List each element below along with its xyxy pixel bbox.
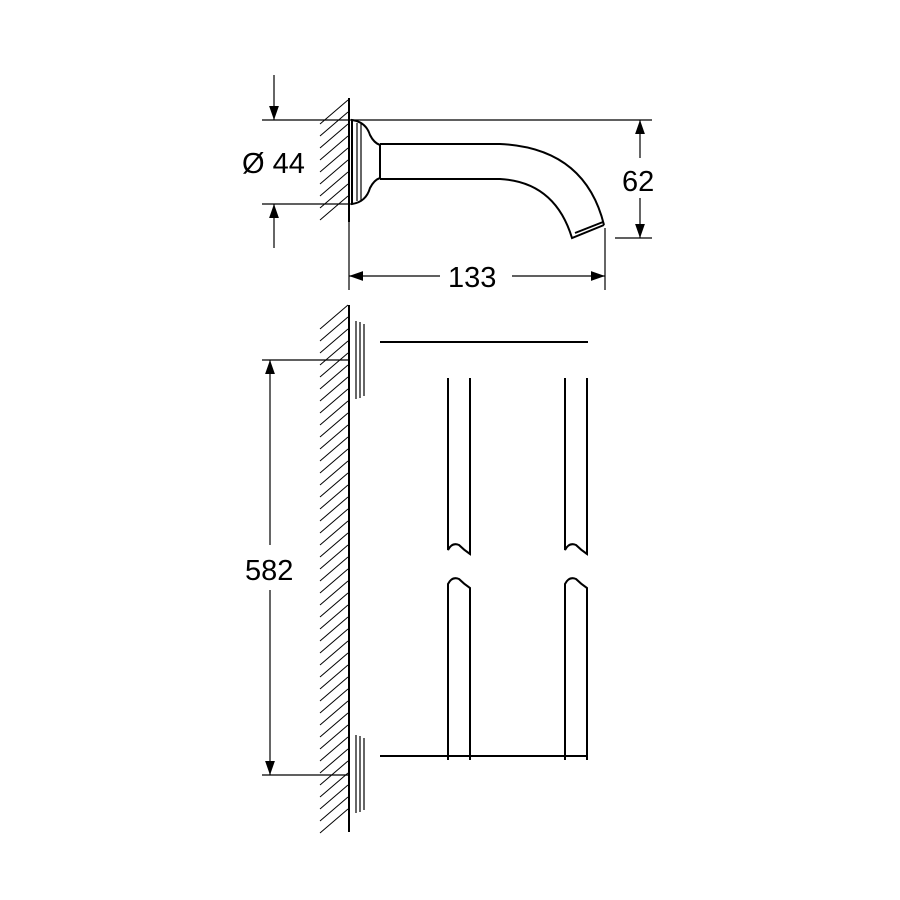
- hatch-line: [319, 652, 349, 678]
- hatch-line: [319, 688, 349, 714]
- side-view: Ø 44 62 133: [242, 75, 654, 294]
- hatch-line: [319, 388, 349, 414]
- length-label: 582: [245, 555, 293, 587]
- hatch-line: [319, 628, 349, 654]
- hatch-line: [319, 352, 349, 378]
- height-label: 62: [622, 166, 654, 198]
- hatch-line: [319, 532, 349, 558]
- flange: [351, 118, 381, 206]
- hatch-line: [319, 412, 349, 438]
- hatch-line: [319, 496, 349, 522]
- hatch-line: [319, 472, 349, 498]
- hatch-line: [319, 712, 349, 738]
- hatch-line: [319, 508, 349, 534]
- hatch-line: [319, 580, 349, 606]
- hatch-line: [319, 171, 349, 197]
- hatch-line: [319, 616, 349, 642]
- projection-label: 133: [448, 262, 496, 294]
- hatch-line: [319, 484, 349, 510]
- hatch-line: [319, 772, 349, 798]
- hatch-line: [319, 640, 349, 666]
- bar-left: [447, 378, 471, 760]
- hatch-line: [319, 796, 349, 822]
- hatch-line: [319, 316, 349, 342]
- hatch-line: [319, 592, 349, 618]
- front-view: 582: [245, 304, 588, 834]
- hatch-line: [319, 195, 349, 221]
- hatch-line: [319, 736, 349, 762]
- hatch-line: [319, 400, 349, 426]
- hatch-line: [319, 448, 349, 474]
- hatch-line: [319, 544, 349, 570]
- hatch-line: [319, 556, 349, 582]
- bracket-top: [355, 321, 588, 399]
- hatch-line: [319, 436, 349, 462]
- diameter-label: Ø 44: [242, 148, 305, 180]
- hatch-line: [319, 664, 349, 690]
- hatch-line: [319, 700, 349, 726]
- wall-hatch-top: [319, 99, 349, 221]
- hatch-line: [319, 159, 349, 185]
- bar-right: [564, 378, 588, 760]
- hatch-line: [319, 760, 349, 786]
- hatch-line: [319, 568, 349, 594]
- hatch-line: [319, 724, 349, 750]
- hatch-line: [319, 808, 349, 834]
- hatch-line: [319, 340, 349, 366]
- hatch-line: [319, 376, 349, 402]
- hatch-line: [319, 364, 349, 390]
- hatch-line: [319, 460, 349, 486]
- hatch-line: [319, 604, 349, 630]
- hatch-line: [319, 520, 349, 546]
- hatch-line: [319, 424, 349, 450]
- hatch-line: [319, 784, 349, 810]
- hatch-line: [319, 135, 349, 161]
- hatch-line: [319, 748, 349, 774]
- bracket-bottom: [355, 735, 588, 813]
- wall-hatch-bottom: [319, 304, 349, 834]
- hatch-line: [319, 676, 349, 702]
- hatch-line: [319, 328, 349, 354]
- spout: [380, 143, 605, 240]
- hatch-line: [319, 123, 349, 149]
- hatch-line: [319, 147, 349, 173]
- hatch-line: [319, 304, 349, 330]
- hatch-line: [319, 111, 349, 137]
